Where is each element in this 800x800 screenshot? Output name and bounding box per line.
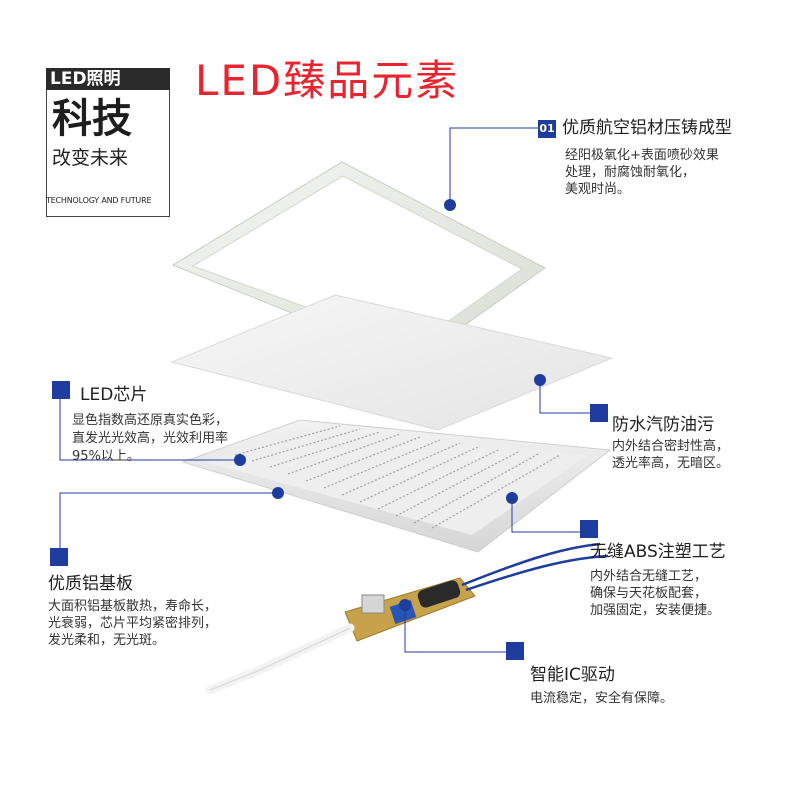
callout-dots: [234, 199, 546, 611]
feature-desc-line: 直发光光效高，光效利用率: [72, 431, 229, 446]
logo-bar: [46, 68, 170, 90]
feature-number-badge: 01: [538, 120, 556, 138]
feature-desc-line: 95%以上。: [72, 449, 140, 464]
led-tray-image: [181, 419, 612, 553]
feature-desc-line: 美观时尚。: [565, 182, 631, 197]
leader-lines: [59, 127, 590, 653]
feature-title-aluminum-substrate: 优质铝基板: [48, 574, 133, 594]
feature-desc-line: 经阳极氧化+表面喷砂效果: [565, 148, 719, 163]
logo-main-text: 科技: [52, 96, 132, 142]
feature-desc-line: 大面积铝基板散热，寿命长，: [48, 599, 218, 614]
feature-title-waterproof: 防水汽防油污: [612, 415, 714, 435]
ic-driver-image: [205, 542, 609, 695]
feature-desc-line: 显色指数高还原真实色彩，: [72, 413, 229, 428]
feature-desc-line: 光衰弱，芯片平均紧密排列，: [48, 616, 218, 631]
feature-desc-line: 透光率高，无暗区。: [612, 456, 730, 471]
brand-logo: LED照明 科技 改变未来 TECHNOLOGY AND FUTURE: [46, 68, 170, 217]
feature-desc-line: 发光柔和，无光斑。: [48, 633, 166, 648]
feature-title-abs-molding: 无缝ABS注塑工艺: [590, 542, 726, 562]
logo-brand-text: LED照明: [50, 69, 121, 89]
feature-desc-line: 内外结合密封性高，: [612, 439, 730, 454]
feature-title-led-chip: LED芯片: [80, 385, 148, 405]
diffuser-plate-image: [170, 294, 614, 431]
feature-desc-line: 内外结合无缝工艺，: [590, 569, 708, 584]
feature-desc-line: 确保与天花板配套，: [590, 586, 708, 601]
feature-title-ic-driver: 智能IC驱动: [530, 665, 615, 685]
feature-title-aluminum: 优质航空铝材压铸成型: [562, 118, 732, 138]
feature-marker-square: [506, 642, 524, 660]
feature-marker-square: [50, 548, 68, 566]
logo-box: [46, 90, 170, 217]
logo-sub-text: 改变未来: [52, 147, 129, 169]
feature-marker-square: [52, 381, 70, 399]
logo-english-text: TECHNOLOGY AND FUTURE: [46, 196, 152, 205]
page-title: LED臻品元素: [195, 56, 460, 105]
feature-desc-line: 电流稳定，安全有保障。: [530, 691, 674, 706]
feature-desc-line: 加强固定，安装便捷。: [590, 603, 721, 618]
feature-marker-square: [590, 404, 608, 422]
feature-marker-square: [580, 520, 598, 538]
feature-desc-line: 处理，耐腐蚀耐氧化，: [565, 165, 696, 180]
